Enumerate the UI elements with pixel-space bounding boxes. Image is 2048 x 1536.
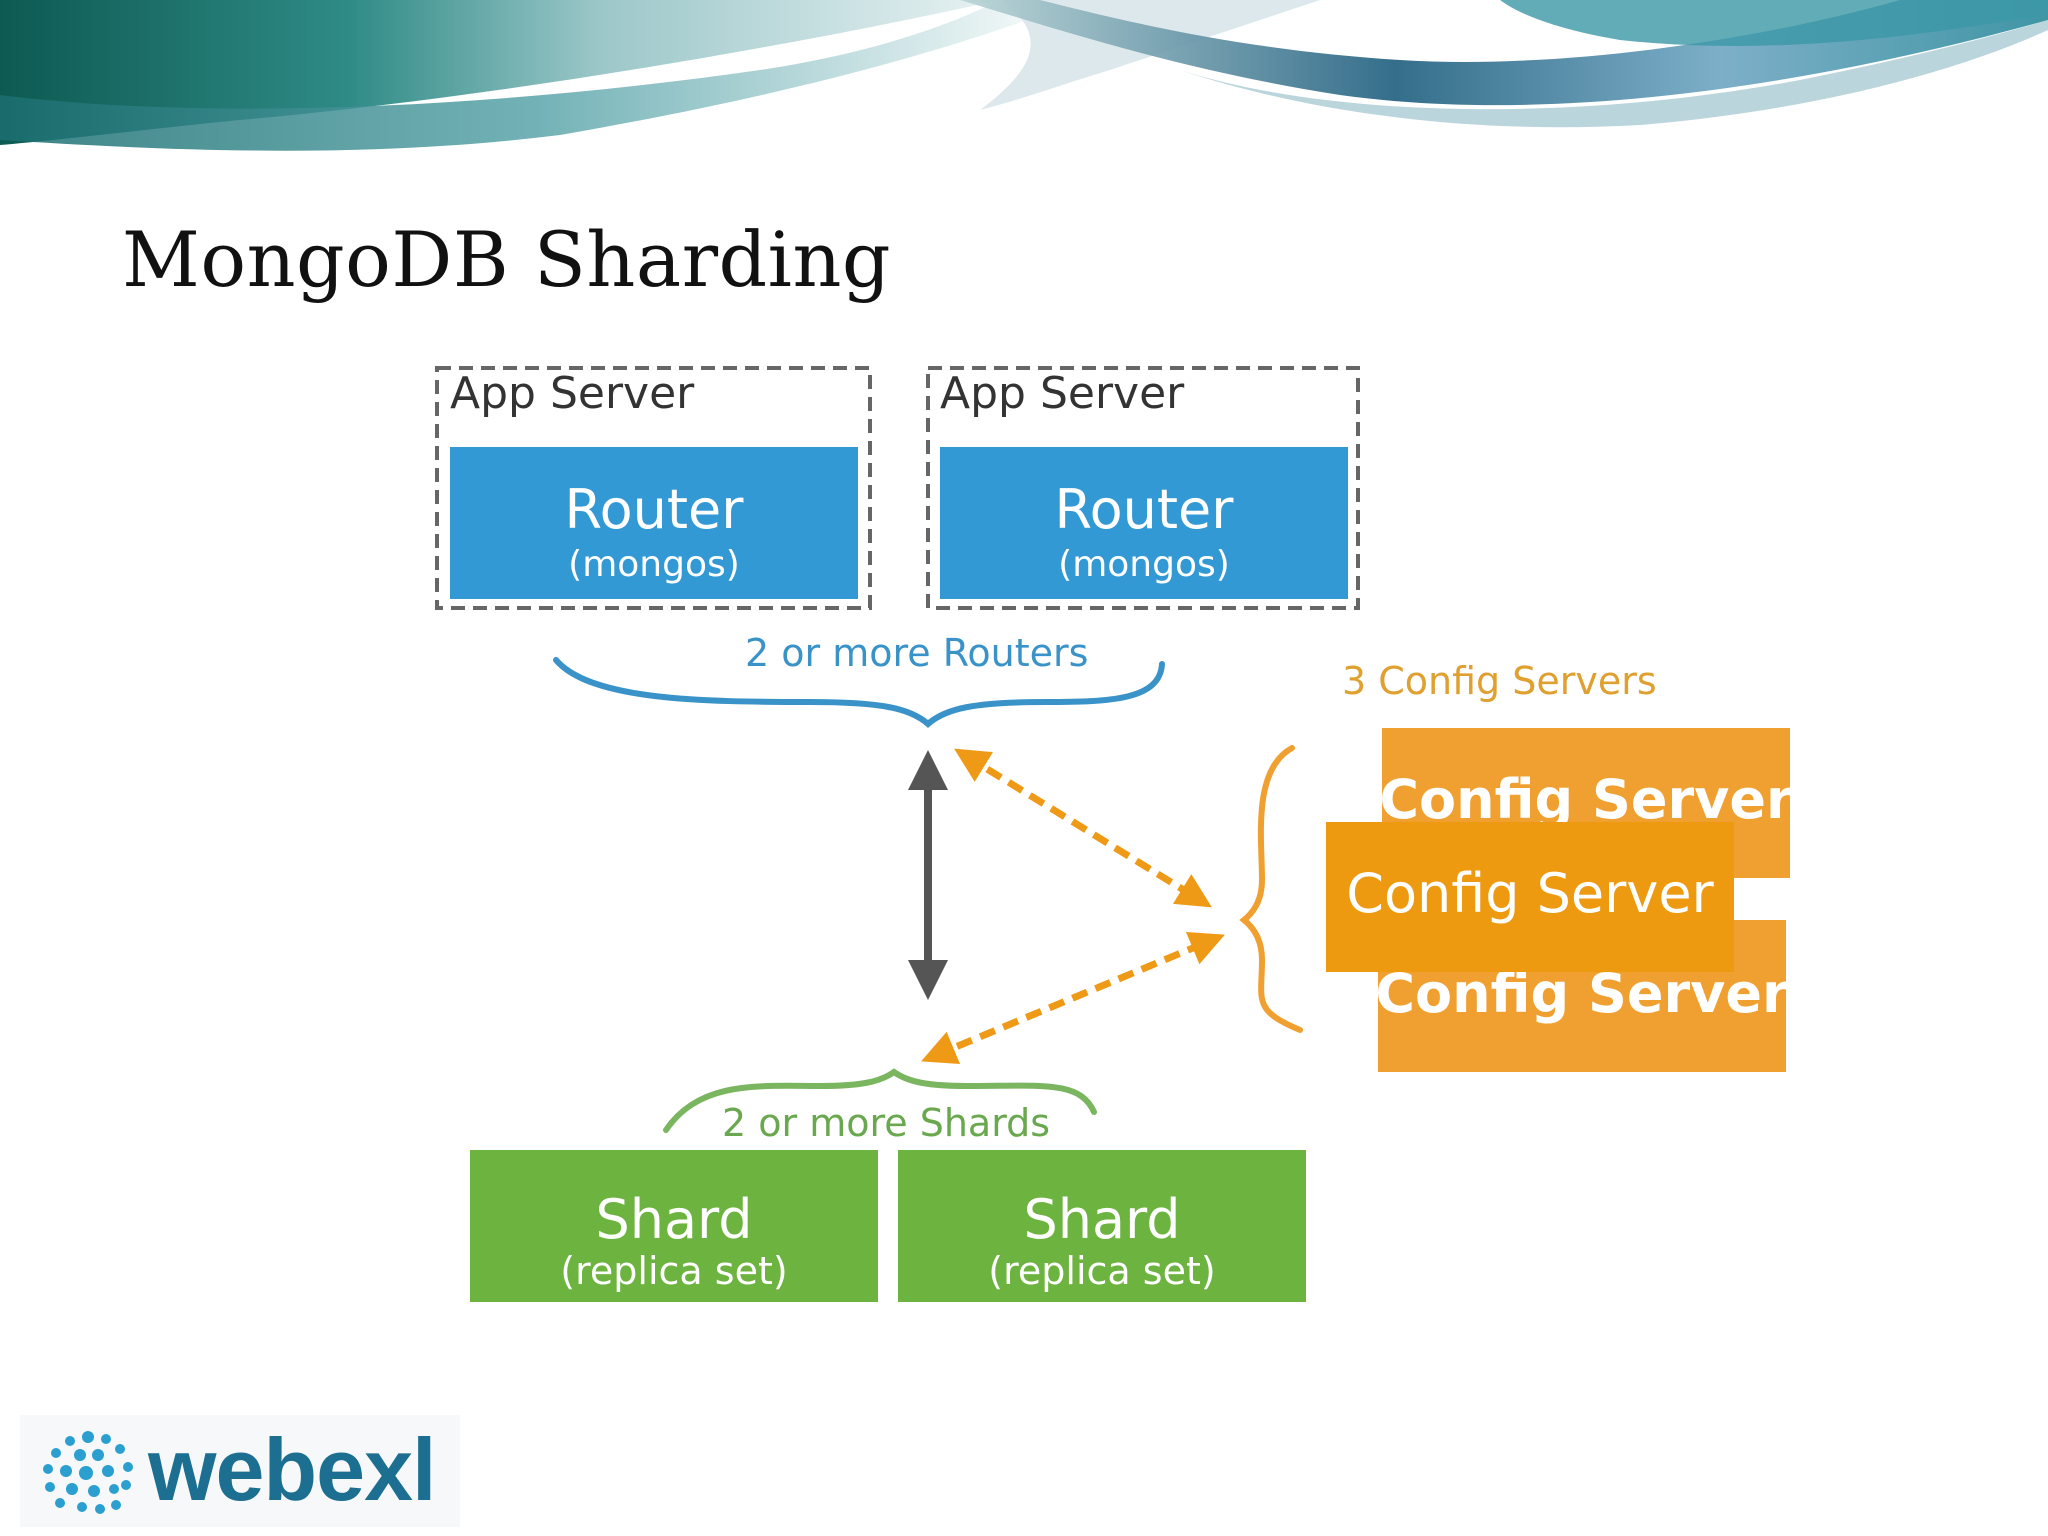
config-server-label: Config Server: [1379, 768, 1793, 831]
shard-box-1: Shard (replica set): [470, 1150, 878, 1302]
shard-title: Shard: [595, 1188, 752, 1251]
router-config-arrow: [954, 748, 1212, 908]
router-subtitle: (mongos): [568, 544, 740, 585]
webexl-logo: webexl: [20, 1415, 460, 1527]
app-server-label: App Server: [450, 368, 695, 419]
shard-box-2: Shard (replica set): [898, 1150, 1306, 1302]
router-title: Router: [1055, 478, 1235, 541]
config-servers-label: 3 Config Servers: [1342, 659, 1657, 703]
header-wave-banner: [0, 0, 2048, 151]
shard-subtitle: (replica set): [988, 1249, 1215, 1293]
shards-brace: [663, 1068, 1097, 1133]
routers-brace-label: 2 or more Routers: [745, 631, 1088, 675]
config-server-label: Config Server: [1346, 862, 1714, 925]
globe-dots-icon: [43, 1431, 133, 1514]
app-server-1: App Server Router (mongos): [435, 366, 872, 610]
router-box-2: Router (mongos): [940, 447, 1348, 599]
logo-text: webexl: [148, 1420, 436, 1519]
slide-title: MongoDB Sharding: [122, 215, 892, 304]
shard-subtitle: (replica set): [560, 1249, 787, 1293]
shard-config-arrow: [921, 931, 1225, 1065]
app-server-2: App Server Router (mongos): [926, 366, 1360, 610]
shards-brace-label: 2 or more Shards: [722, 1101, 1050, 1145]
router-title: Router: [565, 478, 745, 541]
router-subtitle: (mongos): [1058, 544, 1230, 585]
router-box-1: Router (mongos): [450, 447, 858, 599]
config-server-front: Config Server: [1326, 822, 1734, 972]
routers-brace: [553, 657, 1165, 729]
config-brace: [1239, 745, 1303, 1033]
shard-title: Shard: [1023, 1188, 1180, 1251]
app-server-label: App Server: [940, 368, 1185, 419]
config-server-label: Config Server: [1375, 962, 1789, 1025]
